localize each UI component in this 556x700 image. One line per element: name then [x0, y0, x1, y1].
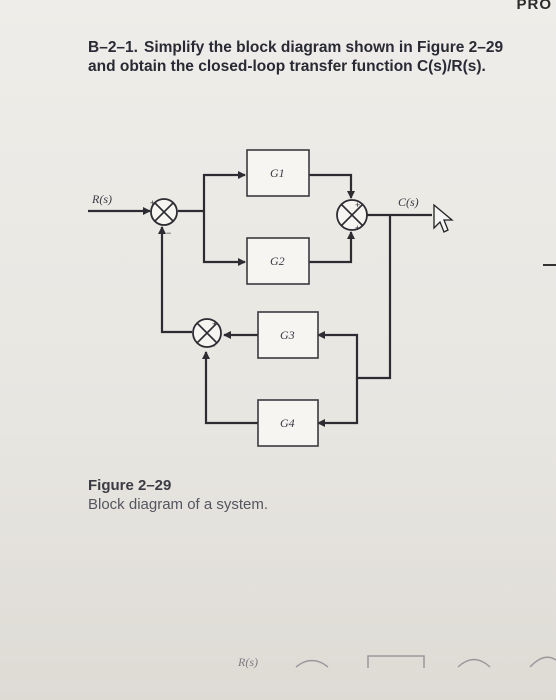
- figure-caption-text: Block diagram of a system.: [88, 496, 269, 513]
- block-g3-label: G3: [280, 328, 295, 342]
- block-g3: [257, 311, 319, 359]
- problem-statement: B–2–1. Simplify the block diagram shown i…: [88, 38, 556, 76]
- problem-number: B–2–1.: [88, 39, 138, 56]
- faint-curve-1: [295, 659, 329, 668]
- faint-pulse: [367, 655, 425, 668]
- g2-output-line: [309, 231, 355, 264]
- figure-caption-title: Figure 2–29: [88, 477, 172, 494]
- faint-bottom-label: R(s): [238, 655, 258, 669]
- block-g4: [257, 399, 319, 447]
- block-g2-label: G2: [270, 254, 285, 268]
- cursor-icon: [433, 203, 454, 233]
- input-label: R(s): [91, 192, 112, 206]
- sum3-plus-sign: +: [212, 319, 217, 329]
- faint-curve-2: [457, 658, 491, 668]
- block-g1: [246, 149, 310, 197]
- g3-feedback-input-line: [317, 215, 392, 380]
- g4-output-line: [202, 351, 258, 425]
- problem-line-1: Simplify the block diagram shown in Figu…: [143, 39, 504, 56]
- summing-junction-2: [336, 199, 368, 231]
- output-label: C(s): [398, 195, 419, 209]
- sum1-minus-sign: −: [166, 228, 171, 238]
- sum2-plus-top: +: [355, 200, 360, 210]
- inner-feedback-line: [158, 226, 192, 334]
- problem-line-2: and obtain the closed-loop transfer func…: [88, 58, 486, 75]
- summing-junction-3: [192, 318, 222, 348]
- g2-input-line: [202, 211, 246, 266]
- faint-curve-3: [529, 656, 556, 668]
- g1-input-line: [202, 171, 246, 211]
- sum2-plus-bottom: +: [355, 223, 360, 233]
- page-corner-heading: PRO: [516, 0, 552, 13]
- block-g2: [246, 237, 310, 285]
- block-g4-label: G4: [280, 416, 295, 430]
- sum1-plus-sign: +: [150, 198, 155, 208]
- summing-junction-1: [150, 198, 178, 226]
- g4-feedback-input-line: [317, 378, 359, 427]
- sum3-minus-sign: −: [210, 341, 215, 351]
- g1-output-line: [309, 173, 355, 199]
- block-g1-label: G1: [270, 166, 285, 180]
